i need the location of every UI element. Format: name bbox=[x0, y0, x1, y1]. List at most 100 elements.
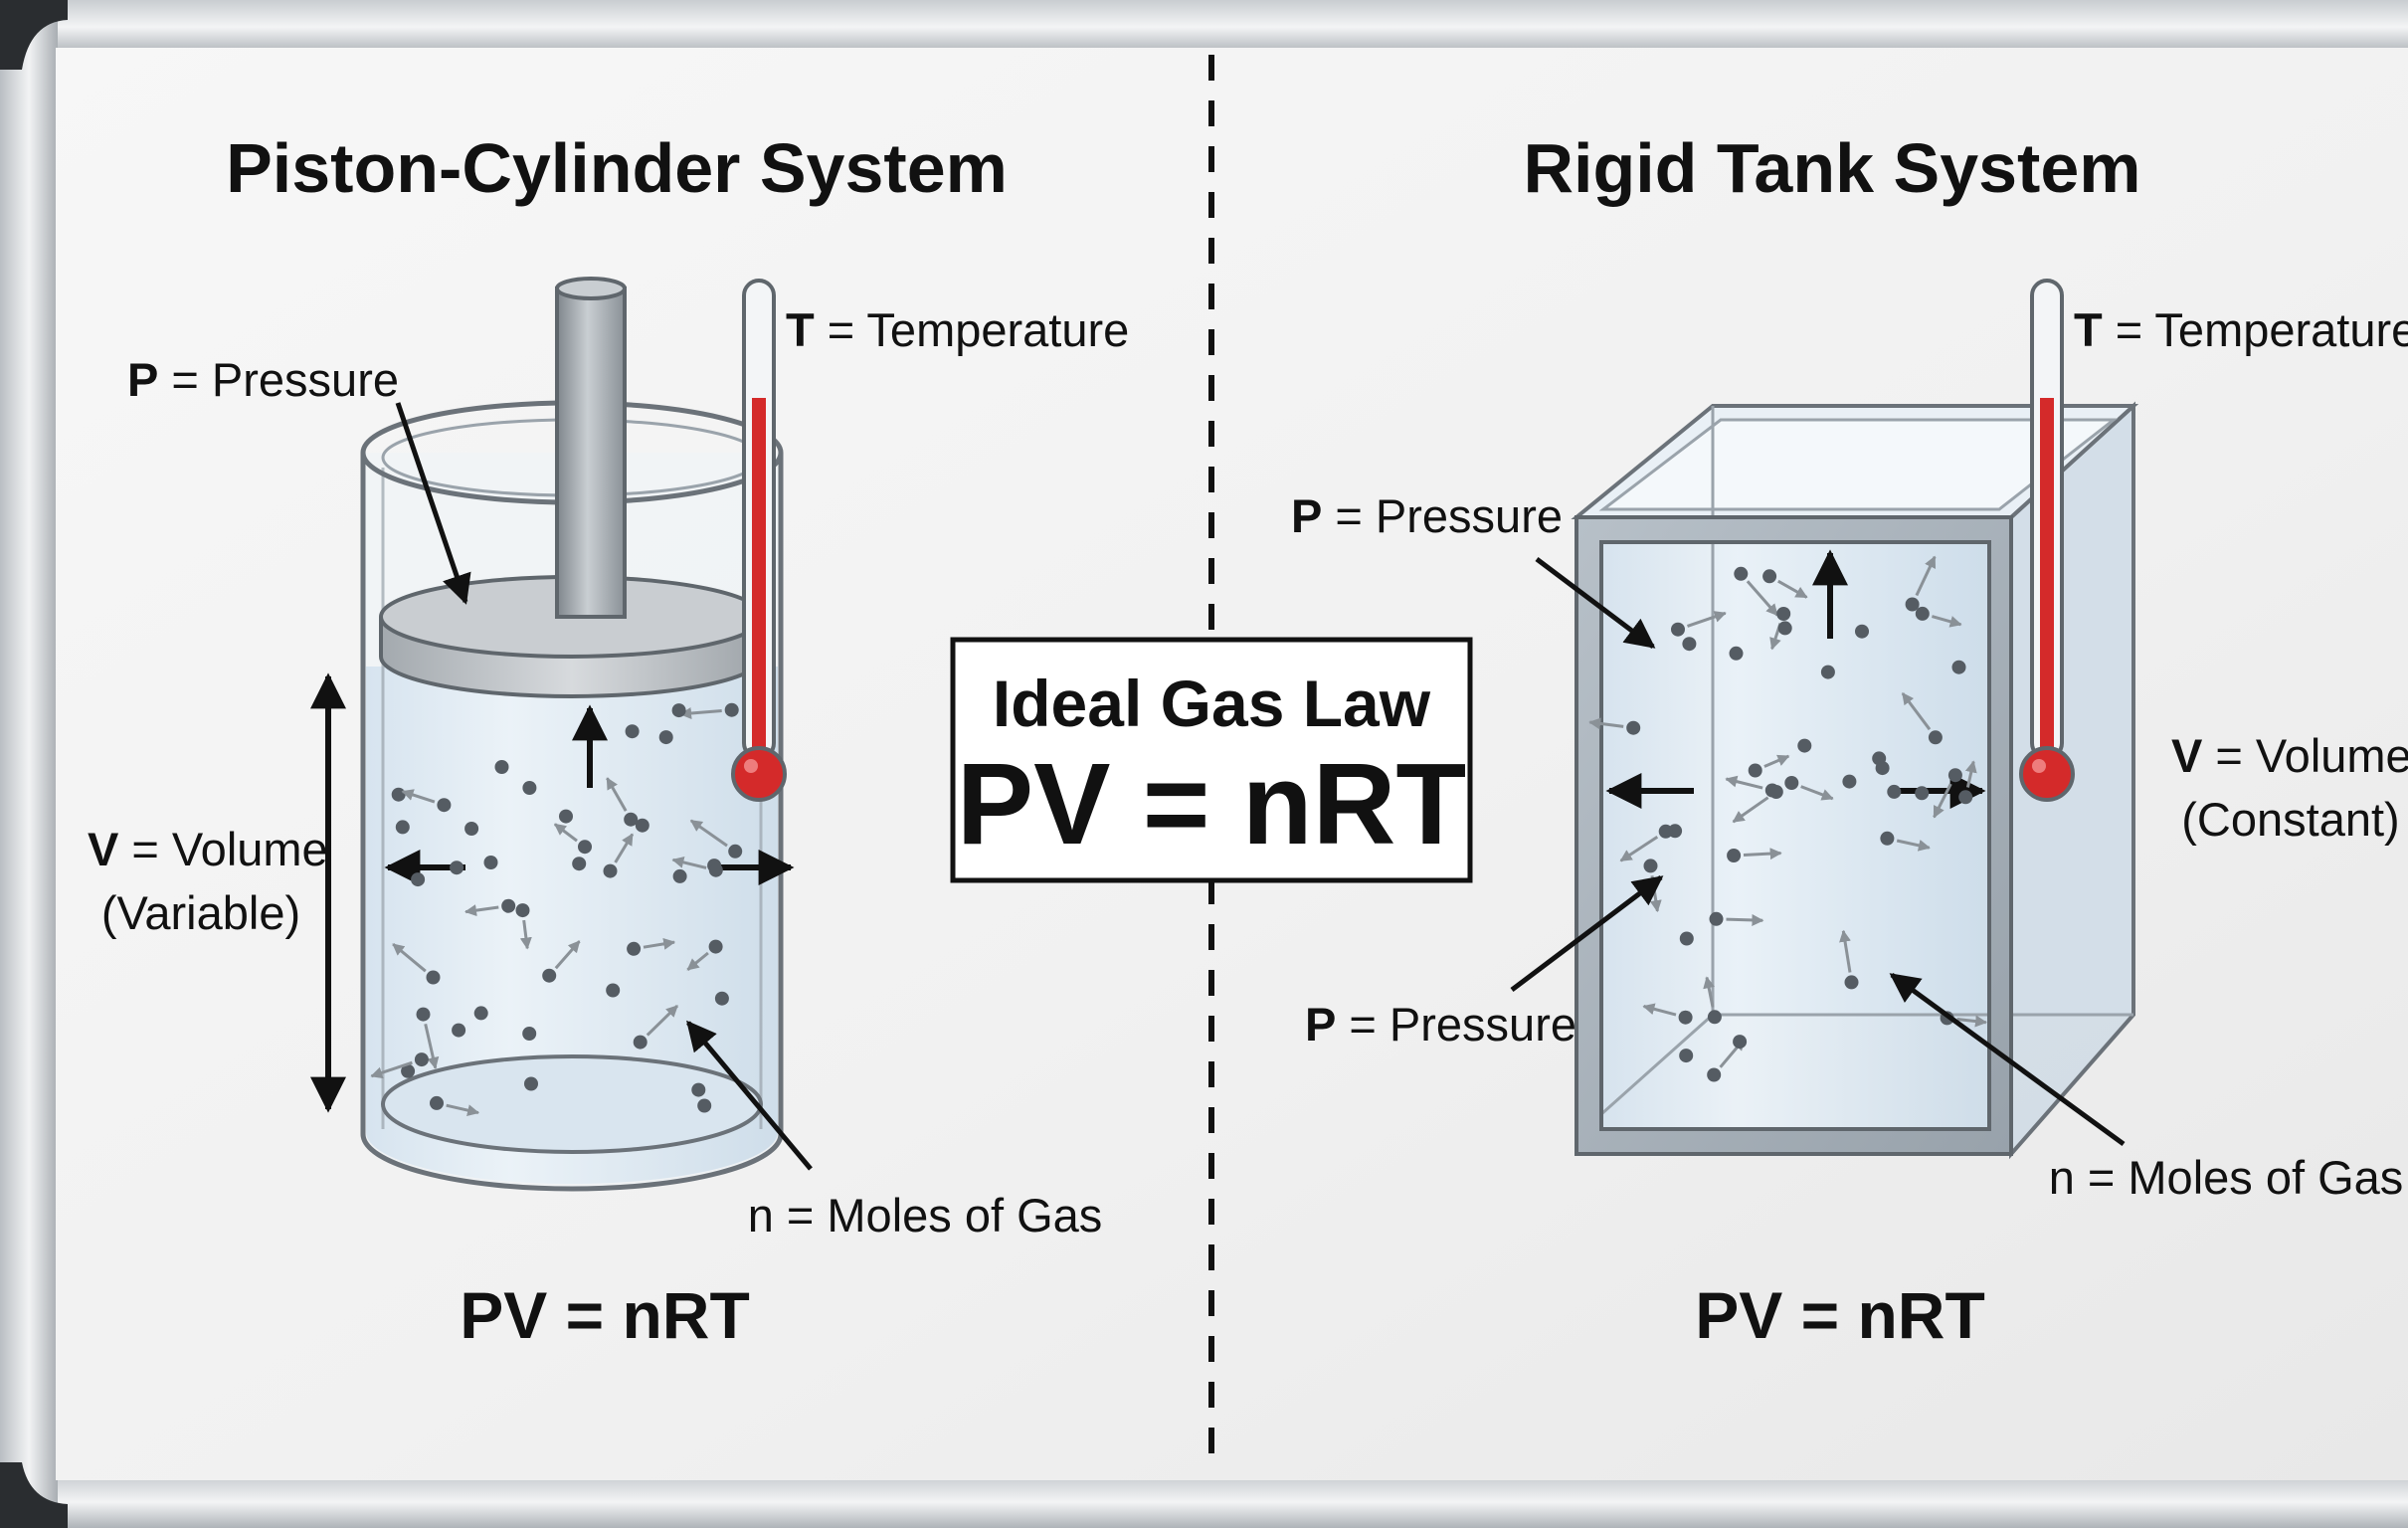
right-formula: PV = nRT bbox=[1695, 1278, 1985, 1352]
molecule-motion-arrow bbox=[1839, 929, 1852, 973]
gas-molecule bbox=[501, 898, 516, 913]
molecule-motion-arrow bbox=[1726, 913, 1764, 926]
left-formula: PV = nRT bbox=[460, 1278, 750, 1352]
gas-molecule bbox=[603, 863, 618, 878]
gas-molecule bbox=[1855, 624, 1869, 639]
gas-molecule bbox=[708, 939, 723, 954]
gas-molecule bbox=[1915, 606, 1930, 621]
molecule-motion-arrow bbox=[646, 1005, 679, 1037]
pressure-leader-right-top bbox=[1535, 557, 1656, 649]
gas-molecule bbox=[1679, 931, 1694, 946]
moles-leader-left bbox=[686, 1020, 813, 1171]
molecule-motion-arrow bbox=[554, 940, 581, 970]
gas-molecule bbox=[708, 862, 723, 877]
molecule-motion-arrow bbox=[1800, 785, 1834, 801]
gas-molecule bbox=[1880, 831, 1895, 846]
molecule-motion-arrow bbox=[446, 1103, 480, 1117]
gas-molecule bbox=[1733, 1035, 1748, 1050]
molecule-motion-arrow bbox=[1642, 1003, 1677, 1017]
gas-region-right bbox=[1601, 542, 1989, 1129]
gas-molecule bbox=[391, 787, 406, 802]
molecule-motion-arrow bbox=[370, 1060, 413, 1079]
gas-molecule bbox=[522, 781, 537, 795]
gas-molecule bbox=[1626, 720, 1641, 735]
gas-molecule bbox=[559, 809, 573, 824]
gas-molecule bbox=[1797, 738, 1812, 753]
gas-molecule bbox=[515, 903, 530, 918]
left-title: Piston-Cylinder System bbox=[226, 129, 1008, 207]
gas-molecule bbox=[452, 1023, 466, 1038]
piston-rod bbox=[555, 286, 627, 619]
gas-molecule bbox=[1776, 607, 1791, 621]
gas-molecule bbox=[1762, 569, 1777, 584]
gas-molecule bbox=[414, 1052, 429, 1067]
gas-molecule bbox=[1947, 768, 1962, 783]
gas-molecule bbox=[1768, 785, 1783, 799]
gas-molecule bbox=[1842, 774, 1857, 789]
gas-molecule bbox=[542, 968, 557, 983]
molecule-motion-arrow bbox=[1743, 848, 1782, 860]
gas-molecule bbox=[1928, 730, 1943, 745]
molecule-motion-arrow bbox=[606, 777, 628, 812]
molecule-motion-arrow bbox=[1915, 555, 1937, 597]
gas-molecule bbox=[714, 991, 729, 1006]
gas-molecule bbox=[483, 856, 498, 869]
gas-molecule bbox=[606, 983, 621, 998]
molecule-motion-arrow bbox=[401, 789, 436, 804]
gas-molecule bbox=[625, 724, 640, 739]
gas-molecule bbox=[1784, 776, 1799, 790]
gas-molecule bbox=[1777, 621, 1792, 636]
gas-molecule bbox=[1875, 761, 1890, 776]
molecule-motion-arrow bbox=[1901, 692, 1932, 731]
molecule-motion-arrow bbox=[1619, 836, 1659, 862]
molecule-motion-arrow bbox=[519, 919, 532, 950]
thermometer-left bbox=[731, 279, 787, 802]
ideal-gas-law-box: Ideal Gas Law PV = nRT bbox=[950, 637, 1473, 883]
gas-molecule bbox=[1729, 646, 1744, 661]
pressure-leader-right-bottom bbox=[1510, 875, 1664, 992]
gas-molecule bbox=[1887, 784, 1902, 799]
gas-molecule bbox=[426, 970, 441, 985]
moles-leader-right bbox=[1889, 972, 2126, 1147]
gas-molecule bbox=[411, 872, 426, 887]
gas-molecule bbox=[1915, 786, 1930, 801]
gas-molecule bbox=[524, 1076, 538, 1091]
right-title: Rigid Tank System bbox=[1523, 129, 2140, 207]
left-volume-note: (Variable) bbox=[101, 886, 300, 939]
molecule-motion-arrow bbox=[643, 937, 676, 950]
gas-molecule bbox=[1951, 660, 1966, 674]
gas-molecule bbox=[494, 760, 509, 774]
gas-molecule bbox=[624, 812, 639, 827]
right-volume-label: V = Volume bbox=[2171, 729, 2408, 782]
gas-molecule bbox=[1707, 1067, 1722, 1082]
gas-molecule bbox=[1844, 975, 1859, 990]
gas-molecule bbox=[416, 1007, 431, 1022]
rigid-tank-system: Rigid Tank System P = Pressure P = Press… bbox=[1291, 129, 2408, 1352]
gas-molecule bbox=[1679, 1049, 1694, 1063]
right-volume-note: (Constant) bbox=[2181, 793, 2399, 846]
molecule-motion-arrow bbox=[679, 707, 722, 719]
gas-molecule bbox=[1671, 622, 1685, 637]
molecule-motion-arrow bbox=[1964, 760, 1977, 788]
gas-molecule bbox=[1727, 849, 1742, 862]
right-pressure-label-top: P = Pressure bbox=[1291, 489, 1563, 542]
gas-molecule bbox=[437, 798, 452, 813]
box-formula: PV = nRT bbox=[957, 739, 1466, 868]
gas-molecule bbox=[658, 730, 673, 745]
gas-molecule bbox=[572, 857, 587, 871]
molecule-motion-arrow bbox=[553, 823, 578, 843]
thermometer-right bbox=[2019, 279, 2075, 802]
gas-molecule bbox=[1748, 763, 1762, 778]
molecule-motion-arrow bbox=[1763, 754, 1790, 768]
molecule-motion-arrow bbox=[671, 857, 707, 869]
molecule-motion-arrow bbox=[1777, 579, 1808, 599]
gas-molecule bbox=[1643, 859, 1658, 873]
gas-molecule bbox=[395, 820, 410, 835]
gas-molecules-right bbox=[1588, 555, 1987, 1082]
gas-molecule bbox=[450, 860, 464, 875]
gas-molecule bbox=[578, 840, 592, 855]
gas-molecule bbox=[627, 941, 642, 956]
box-title: Ideal Gas Law bbox=[993, 667, 1431, 740]
